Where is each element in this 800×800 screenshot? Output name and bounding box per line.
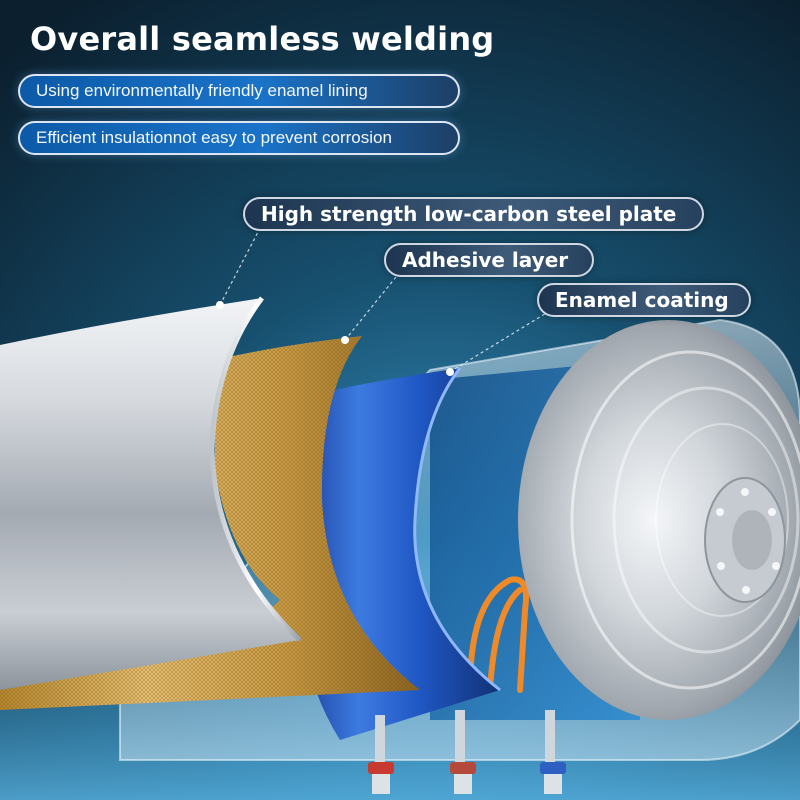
steel-pointer-dot: [216, 301, 224, 309]
adhesive-pointer-dot: [341, 336, 349, 344]
layer-label-text: Adhesive layer: [402, 248, 569, 272]
adhesive-layer: [0, 336, 420, 710]
feature-badge-insulation: Efficient insulationnot easy to prevent …: [18, 121, 460, 155]
layer-label-enamel: Enamel coating: [537, 283, 751, 317]
tank-end-cap: [518, 320, 800, 720]
layer-label-text: High strength low-carbon steel plate: [261, 202, 677, 226]
steel-plate-layer: [0, 296, 302, 690]
layer-label-steel-plate: High strength low-carbon steel plate: [243, 197, 704, 231]
feature-badge-enamel-lining: Using environmentally friendly enamel li…: [18, 74, 460, 108]
heating-coil: [467, 576, 529, 693]
feature-badge-text: Using environmentally friendly enamel li…: [36, 81, 368, 100]
headline: Overall seamless welding: [30, 20, 495, 58]
enamel-pointer-dot: [446, 368, 454, 376]
layer-label-adhesive: Adhesive layer: [384, 243, 594, 277]
layer-label-text: Enamel coating: [555, 288, 729, 312]
feature-badge-text: Efficient insulationnot easy to prevent …: [36, 128, 392, 147]
outlet-pipes: [368, 710, 566, 794]
